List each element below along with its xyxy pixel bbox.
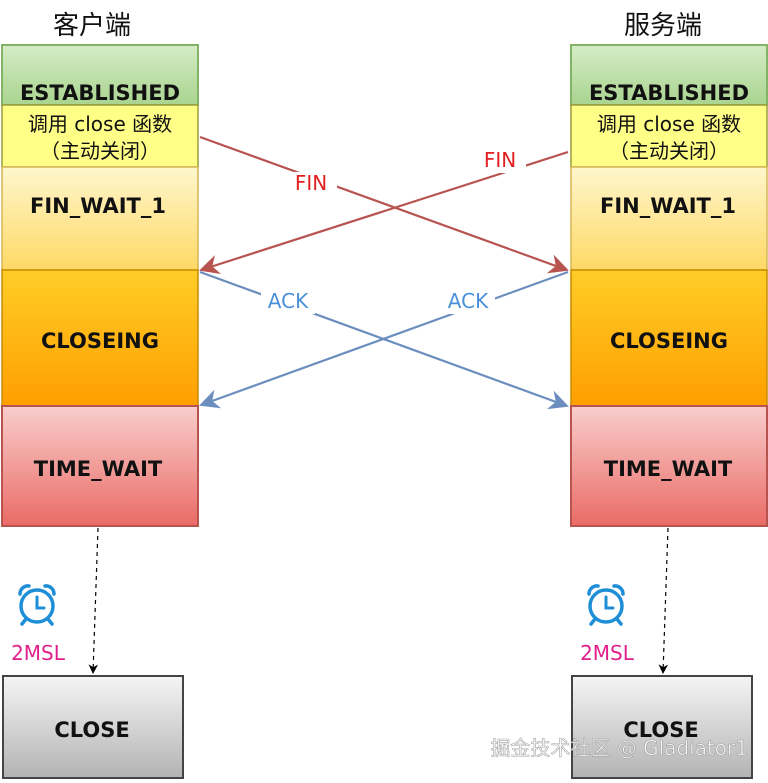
fin-label-server-to-client: FIN xyxy=(484,148,516,172)
server-closeing-label: CLOSEING xyxy=(610,329,728,353)
server-column: ESTABLISHED 调用 close 函数 （主动关闭） FIN_WAIT_… xyxy=(570,44,768,779)
client-timer-dashed-arrow xyxy=(88,527,99,674)
server-time-wait-label: TIME_WAIT xyxy=(604,457,733,481)
client-close-box xyxy=(2,675,184,779)
server-time-wait-box xyxy=(570,405,768,527)
client-call-close-box xyxy=(1,104,199,168)
server-closeing-box xyxy=(570,269,768,407)
fin-label-bg-left xyxy=(285,172,337,196)
client-alarm-clock-icon xyxy=(18,584,56,626)
client-time-wait-label: TIME_WAIT xyxy=(34,457,163,481)
server-fin-wait-1-box xyxy=(570,166,768,271)
server-established-label: ESTABLISHED xyxy=(589,81,749,105)
server-alarm-clock-icon xyxy=(587,584,625,626)
server-close-label: CLOSE xyxy=(623,718,698,742)
client-closeing-label: CLOSEING xyxy=(41,329,159,353)
watermark: 掘金技术社区 @ Gladiator1 xyxy=(490,736,748,760)
fin-label-client-to-server: FIN xyxy=(295,171,327,195)
client-close-label: CLOSE xyxy=(54,718,129,742)
client-call-close-line2: （主动关闭） xyxy=(40,139,160,163)
client-timer-label: 2MSL xyxy=(11,641,66,665)
ack-label-bg-left xyxy=(261,290,315,314)
fin-label-bg-right xyxy=(474,149,526,173)
ack-label-bg-right xyxy=(441,290,495,314)
client-established-label: ESTABLISHED xyxy=(20,81,180,105)
client-closeing-box xyxy=(1,269,199,407)
fin-arrow-client-to-server xyxy=(199,135,569,274)
server-established-box xyxy=(570,44,768,106)
ack-arrow-server-to-client xyxy=(199,270,569,409)
server-fin-wait-1-label: FIN_WAIT_1 xyxy=(600,194,736,218)
client-call-close-line1: 调用 close 函数 xyxy=(28,112,172,136)
server-title: 服务端 xyxy=(624,11,702,41)
ack-label-client-to-server: ACK xyxy=(268,289,309,313)
server-timer-dashed-arrow xyxy=(658,527,669,674)
server-call-close-line1: 调用 close 函数 xyxy=(597,112,741,136)
server-close-box xyxy=(571,675,753,779)
server-call-close-box xyxy=(570,104,768,168)
client-fin-wait-1-label: FIN_WAIT_1 xyxy=(30,194,166,218)
client-time-wait-box xyxy=(1,405,199,527)
server-timer-label: 2MSL xyxy=(580,641,635,665)
client-title: 客户端 xyxy=(53,11,131,41)
client-established-box xyxy=(1,44,199,106)
client-column: ESTABLISHED 调用 close 函数 （主动关闭） FIN_WAIT_… xyxy=(1,44,199,779)
server-call-close-line2: （主动关闭） xyxy=(609,139,729,163)
ack-label-server-to-client: ACK xyxy=(448,289,489,313)
client-fin-wait-1-box xyxy=(1,166,199,271)
